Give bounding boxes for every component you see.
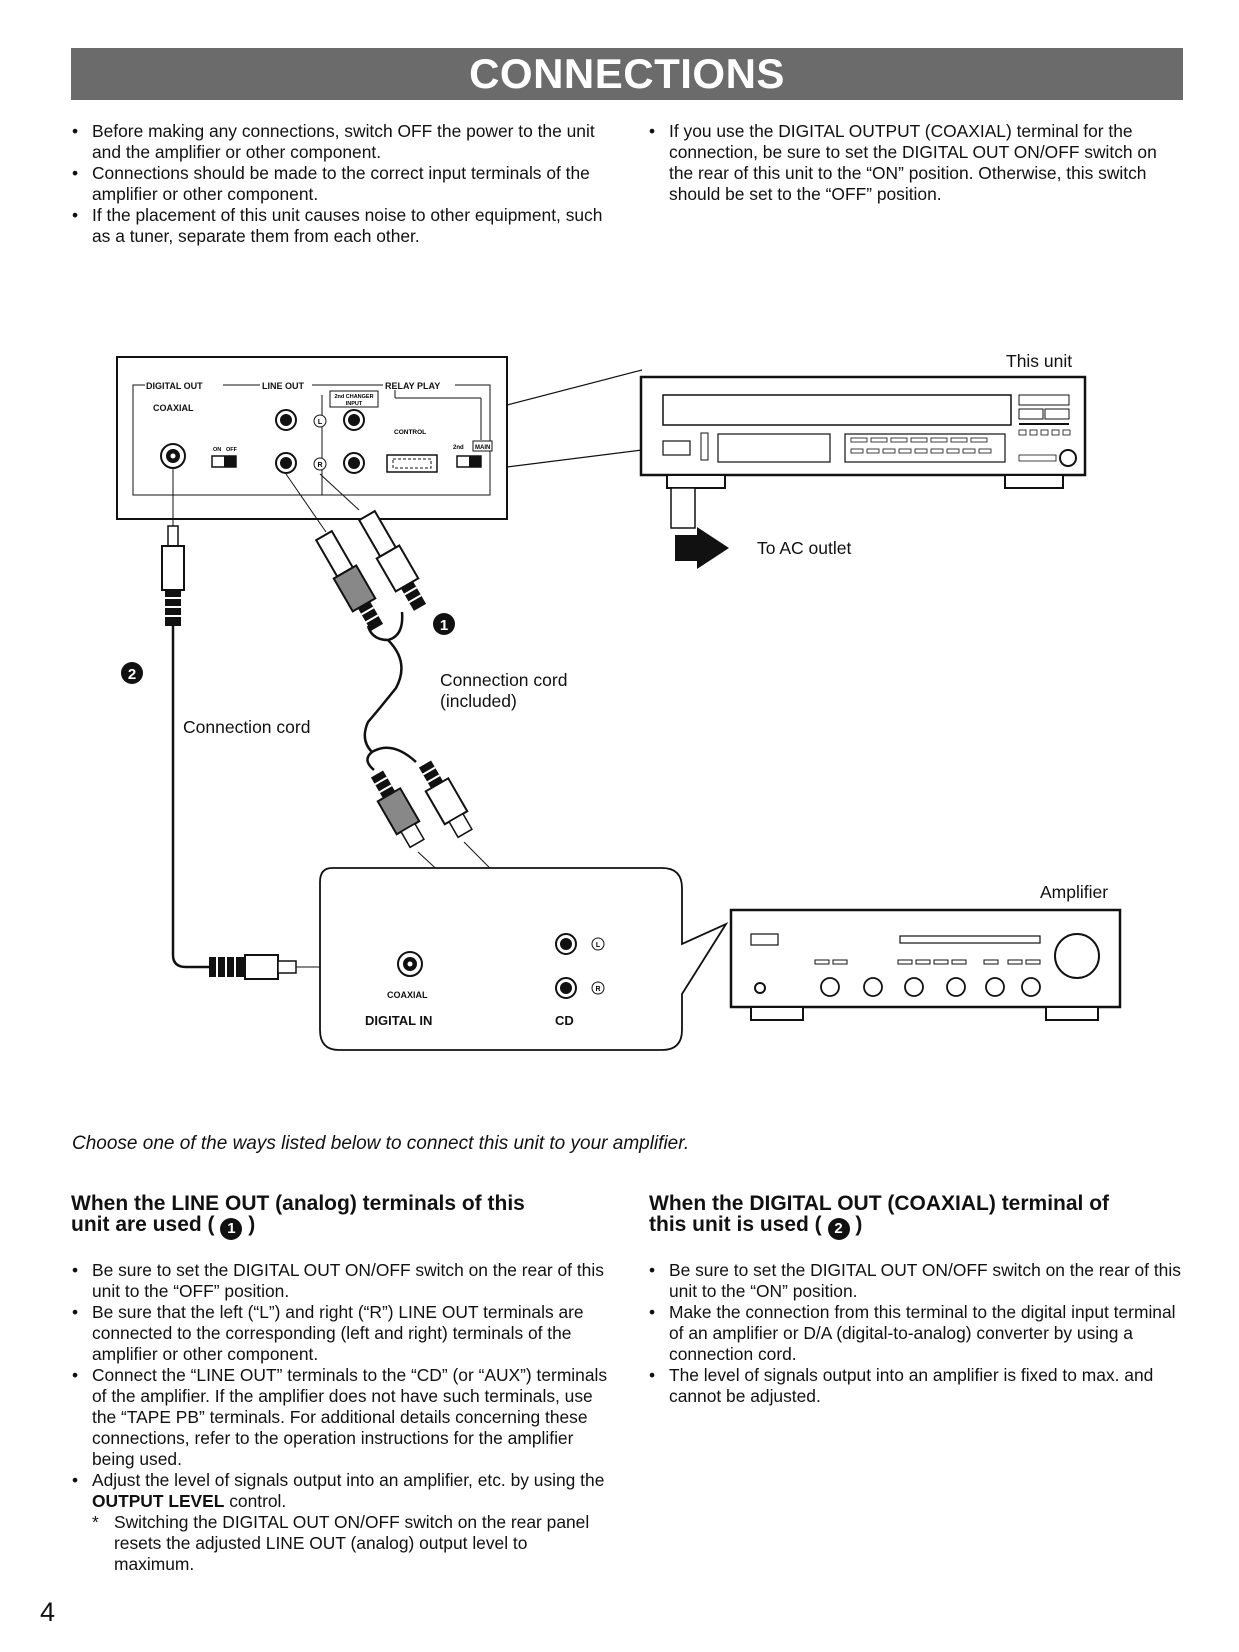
amp-l-label: L — [596, 942, 601, 949]
precautions-left: Before making any connections, switch OF… — [72, 121, 612, 247]
cord2-label: Connection cord — [183, 717, 310, 737]
list-item: Be sure that the left (“L”) and right (“… — [72, 1302, 612, 1365]
panel-off-label: OFF — [226, 447, 238, 453]
page-number: 4 — [40, 1597, 56, 1627]
digital-out-heading-line2: this unit is used ( — [649, 1213, 822, 1236]
line-out-heading-close: ) — [242, 1213, 256, 1236]
amplifier-label: Amplifier — [1040, 882, 1108, 902]
line-out-heading-line2: unit are used ( — [71, 1213, 215, 1236]
output-level-term: OUTPUT LEVEL — [92, 1491, 225, 1511]
list-item: If the placement of this unit causes noi… — [72, 205, 612, 247]
marker-1-badge — [433, 613, 455, 635]
list-item: Connections should be made to the correc… — [72, 163, 612, 205]
list-item: Be sure to set the DIGITAL OUT ON/OFF sw… — [649, 1260, 1184, 1302]
panel-coaxial-label: COAXIAL — [153, 403, 194, 413]
panel-relay-play-label: RELAY PLAY — [385, 381, 440, 391]
digital-out-heading-close: ) — [849, 1213, 863, 1236]
list-item: Be sure to set the DIGITAL OUT ON/OFF sw… — [72, 1260, 612, 1302]
panel-2nd-label: 2nd — [453, 445, 464, 451]
list-item: Make the connection from this terminal t… — [649, 1302, 1184, 1365]
digital-out-list: Be sure to set the DIGITAL OUT ON/OFF sw… — [649, 1260, 1184, 1407]
marker-2-badge — [121, 662, 143, 684]
connection-diagram: DIGITAL OUT LINE OUT RELAY PLAY COAXIAL … — [116, 351, 1122, 1051]
amplifier-unit: Amplifier — [729, 882, 1122, 1021]
panel-control-label: CONTROL — [394, 429, 426, 436]
precautions-right: If you use the DIGITAL OUTPUT (COAXIAL) … — [649, 121, 1184, 205]
level-item-suffix: control. — [224, 1491, 287, 1511]
list-item: Connect the “LINE OUT” terminals to the … — [72, 1365, 612, 1470]
power-arrow-icon — [675, 527, 729, 569]
footnote: Switching the DIGITAL OUT ON/OFF switch … — [72, 1512, 612, 1575]
list-item: If you use the DIGITAL OUTPUT (COAXIAL) … — [649, 121, 1184, 205]
amplifier-rear-panel: COAXIAL DIGITAL IN L R CD — [319, 867, 729, 1051]
list-item: Adjust the level of signals output into … — [72, 1470, 612, 1512]
amp-cd-label: CD — [555, 1013, 574, 1028]
amp-coaxial-label: COAXIAL — [387, 990, 428, 1000]
panel-changer-line2: INPUT — [346, 401, 363, 407]
line-out-heading-line1: When the LINE OUT (analog) terminals of … — [71, 1192, 525, 1215]
cord1-label-line2: (included) — [440, 691, 517, 711]
marker-1-label: 1 — [440, 617, 448, 634]
amp-r-label: R — [595, 986, 600, 993]
marker-1-icon: 1 — [220, 1218, 243, 1240]
cord1-label-line1: Connection cord — [440, 670, 567, 690]
level-item-prefix: Adjust the level of signals output into … — [92, 1470, 605, 1490]
marker-2-icon: 2 — [827, 1218, 850, 1240]
marker-2-label: 2 — [128, 666, 136, 683]
panel-main-label: MAIN — [475, 445, 490, 451]
intro-text: Choose one of the ways listed below to c… — [72, 1133, 690, 1154]
panel-r-label: R — [317, 462, 322, 469]
analog-cord: 1 Connection cord (included) — [285, 473, 567, 985]
unit-rear-panel: DIGITAL OUT LINE OUT RELAY PLAY COAXIAL … — [116, 356, 508, 520]
list-item: Before making any connections, switch OF… — [72, 121, 612, 163]
coaxial-cord: 2 Connection cord — [121, 468, 395, 980]
panel-line-out-label: LINE OUT — [262, 381, 305, 391]
page-title: CONNECTIONS — [71, 48, 1183, 100]
digital-out-heading: When the DIGITAL OUT (COAXIAL) terminal … — [649, 1193, 1209, 1240]
this-unit-label: This unit — [1006, 351, 1072, 371]
amp-digital-in-label: DIGITAL IN — [365, 1013, 432, 1028]
digital-out-heading-line1: When the DIGITAL OUT (COAXIAL) terminal … — [649, 1192, 1110, 1215]
panel-digital-out-label: DIGITAL OUT — [146, 381, 203, 391]
list-item: The level of signals output into an ampl… — [649, 1365, 1184, 1407]
line-out-list: Be sure to set the DIGITAL OUT ON/OFF sw… — [72, 1260, 612, 1575]
panel-changer-line1: 2nd CHANGER — [334, 394, 373, 400]
cd-player-unit: This unit To AC outlet — [639, 351, 1087, 569]
panel-on-label: ON — [213, 447, 221, 453]
line-out-heading: When the LINE OUT (analog) terminals of … — [71, 1193, 631, 1240]
ac-outlet-label: To AC outlet — [757, 538, 851, 558]
panel-l-label: L — [318, 419, 323, 426]
